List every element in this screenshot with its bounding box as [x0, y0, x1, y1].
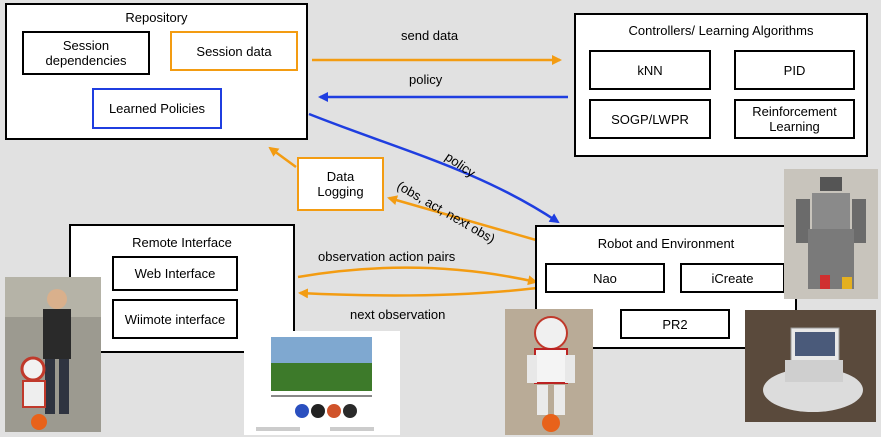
send-data-label: send data — [401, 28, 459, 43]
repository-title: Repository — [125, 10, 188, 25]
policy-diagonal-arrow — [308, 112, 560, 224]
controllers-box: Controllers/ Learning Algorithms kNN PID… — [574, 13, 868, 157]
obs-action-pairs-arrow — [297, 266, 538, 286]
knn-box: kNN — [589, 50, 711, 90]
obs-action-pairs-label: observation action pairs — [318, 249, 456, 264]
session-dependencies-box: Session dependencies — [22, 31, 150, 75]
person-nao-photo — [5, 277, 101, 432]
nao-box: Nao — [545, 263, 665, 293]
nao-robot-photo — [505, 309, 593, 435]
next-observation-label: next observation — [350, 307, 446, 322]
data-logging-box: Data Logging — [297, 157, 384, 211]
pid-box: PID — [734, 50, 855, 90]
repository-box: Repository Session dependencies Session … — [5, 3, 308, 140]
pr2-box: PR2 — [620, 309, 730, 339]
sogp-lwpr-box: SOGP/LWPR — [589, 99, 711, 139]
icreate-box: iCreate — [680, 263, 785, 293]
robot-to-logging-arrow — [387, 195, 544, 244]
robot-environment-box: Robot and Environment Nao iCreate PR2 — [535, 225, 797, 349]
web-interface-screenshot — [244, 331, 400, 435]
icreate-robot-photo — [745, 310, 876, 422]
robot-environment-title: Robot and Environment — [597, 236, 735, 251]
next-observation-arrow — [298, 286, 538, 299]
logging-to-repo-arrow — [268, 146, 297, 169]
learned-policies-box: Learned Policies — [92, 88, 222, 129]
remote-interface-title: Remote Interface — [132, 235, 232, 250]
controllers-title: Controllers/ Learning Algorithms — [628, 23, 814, 38]
pr2-robot-photo — [784, 169, 878, 299]
wiimote-interface-box: Wiimote interface — [112, 299, 238, 339]
session-data-box: Session data — [170, 31, 298, 71]
web-interface-box: Web Interface — [112, 256, 238, 291]
policy-top-label: policy — [409, 72, 443, 87]
reinforcement-learning-box: Reinforcement Learning — [734, 99, 855, 139]
